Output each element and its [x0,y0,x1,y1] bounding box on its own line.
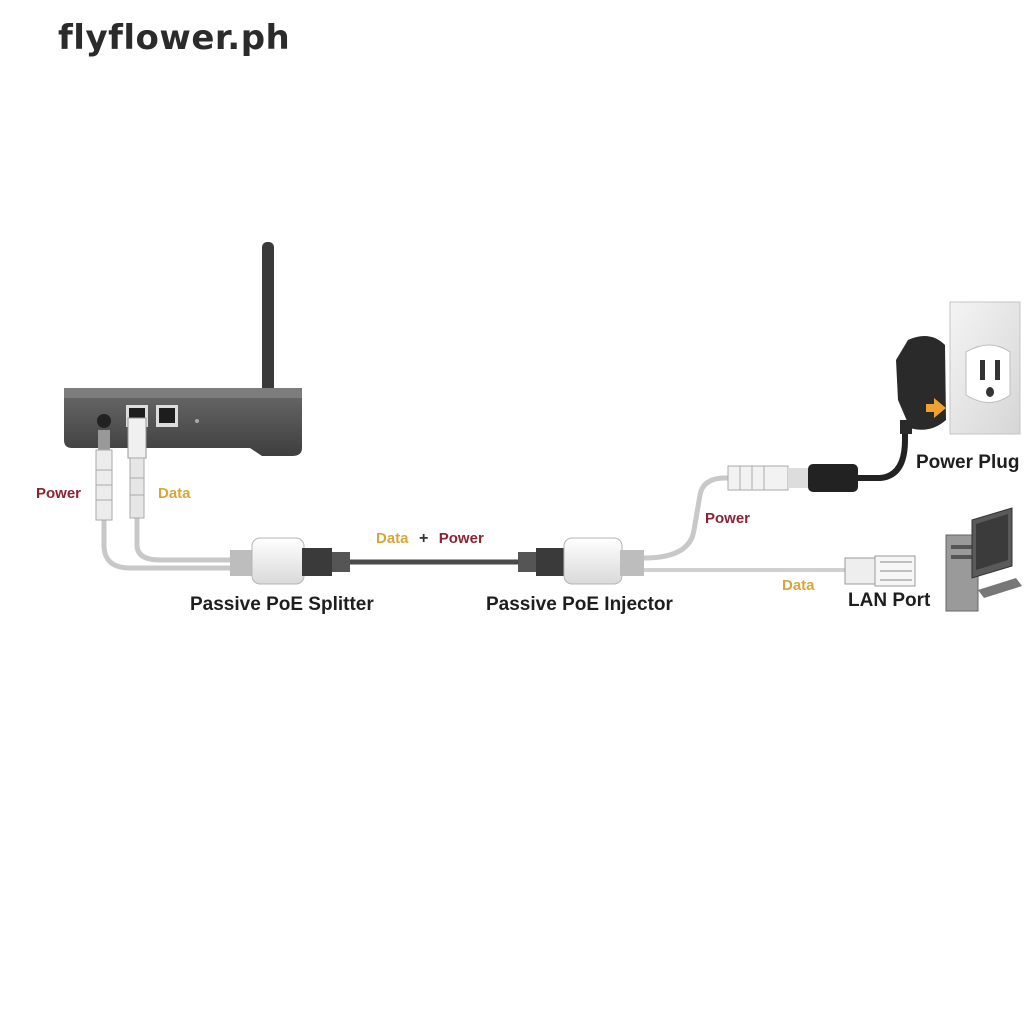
injector-icon [518,537,644,585]
power-adapter-icon [896,336,946,434]
dc-connector-icon [727,464,858,492]
splitter-icon [230,537,350,585]
injector-power-label: Power [705,510,750,527]
router-cables [101,518,235,571]
rj45-connector-icon [127,417,147,519]
injector-data-label: Data [782,577,815,594]
computer-icon [945,507,1022,612]
data-power-power-label: Power [439,530,484,547]
arrow-icon [926,398,946,418]
lan-port-label: LAN Port [848,590,931,611]
adapter-cable [858,425,908,481]
data-power-plus-label: + [419,530,428,547]
power-cable [643,475,730,561]
router-power-label: Power [36,485,81,502]
router-icon [64,242,302,456]
watermark: flyflower.ph [58,18,291,58]
router-data-label: Data [158,485,191,502]
power-plug-label: Power Plug [916,452,1019,473]
dc-connector-icon [95,430,113,521]
splitter-label: Passive PoE Splitter [190,594,374,615]
data-power-label: Data + Power [376,530,484,547]
wall-outlet-icon [949,301,1021,435]
rj45-connector-icon [844,555,916,587]
injector-label: Passive PoE Injector [486,594,674,615]
data-power-data-label: Data [376,530,409,547]
